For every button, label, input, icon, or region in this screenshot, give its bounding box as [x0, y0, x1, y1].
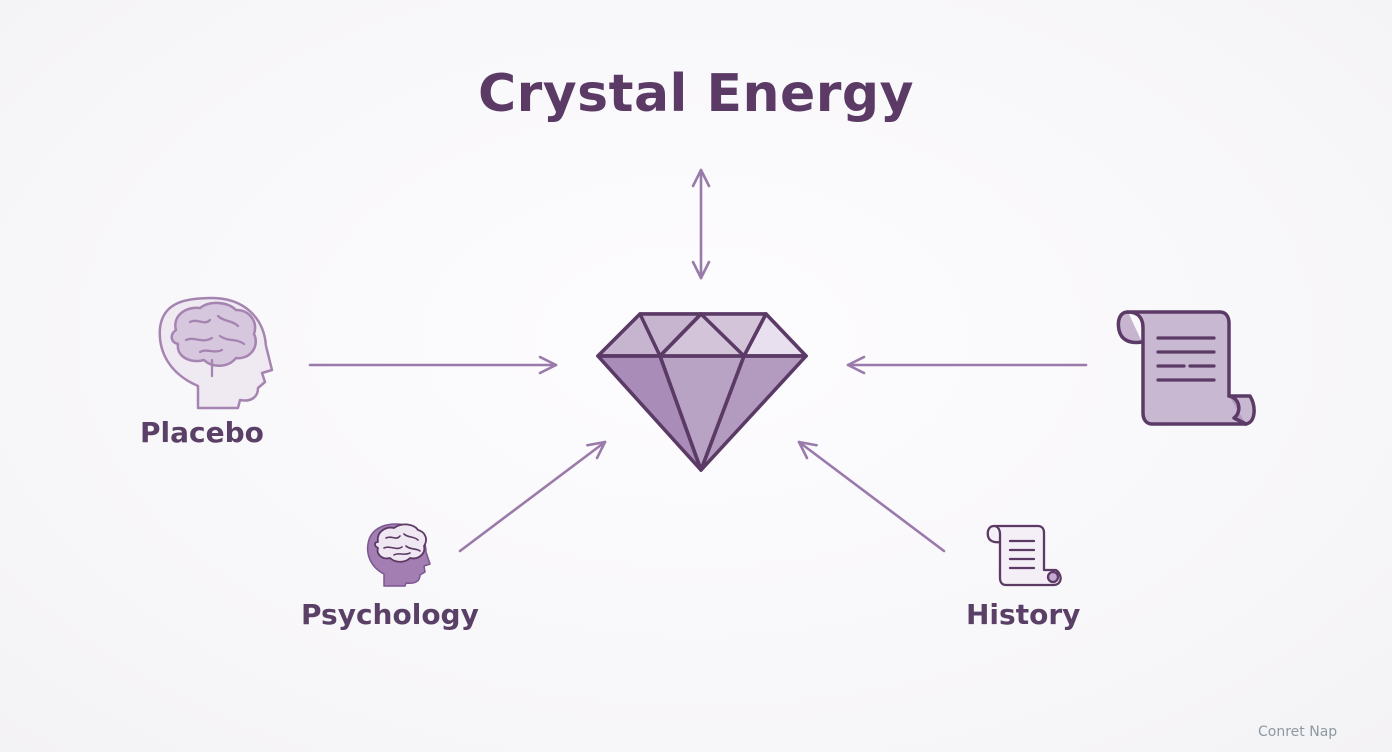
node-label-placebo: Placebo — [140, 416, 264, 449]
diamond-icon — [596, 312, 808, 472]
head-brain-icon — [366, 523, 431, 587]
diagram-title: Crystal Energy — [477, 64, 915, 124]
arrows — [308, 168, 1088, 553]
scroll-icon — [986, 524, 1062, 587]
node-label-history: History — [966, 598, 1081, 631]
arrow-psychology-to-crystal — [458, 440, 607, 553]
node-label-psychology: Psychology — [301, 598, 479, 631]
arrow-history-to-crystal — [797, 440, 946, 553]
watermark-text: Conret Nap — [1258, 724, 1338, 740]
head-brain-icon — [158, 296, 274, 410]
scroll-icon — [1116, 310, 1256, 426]
